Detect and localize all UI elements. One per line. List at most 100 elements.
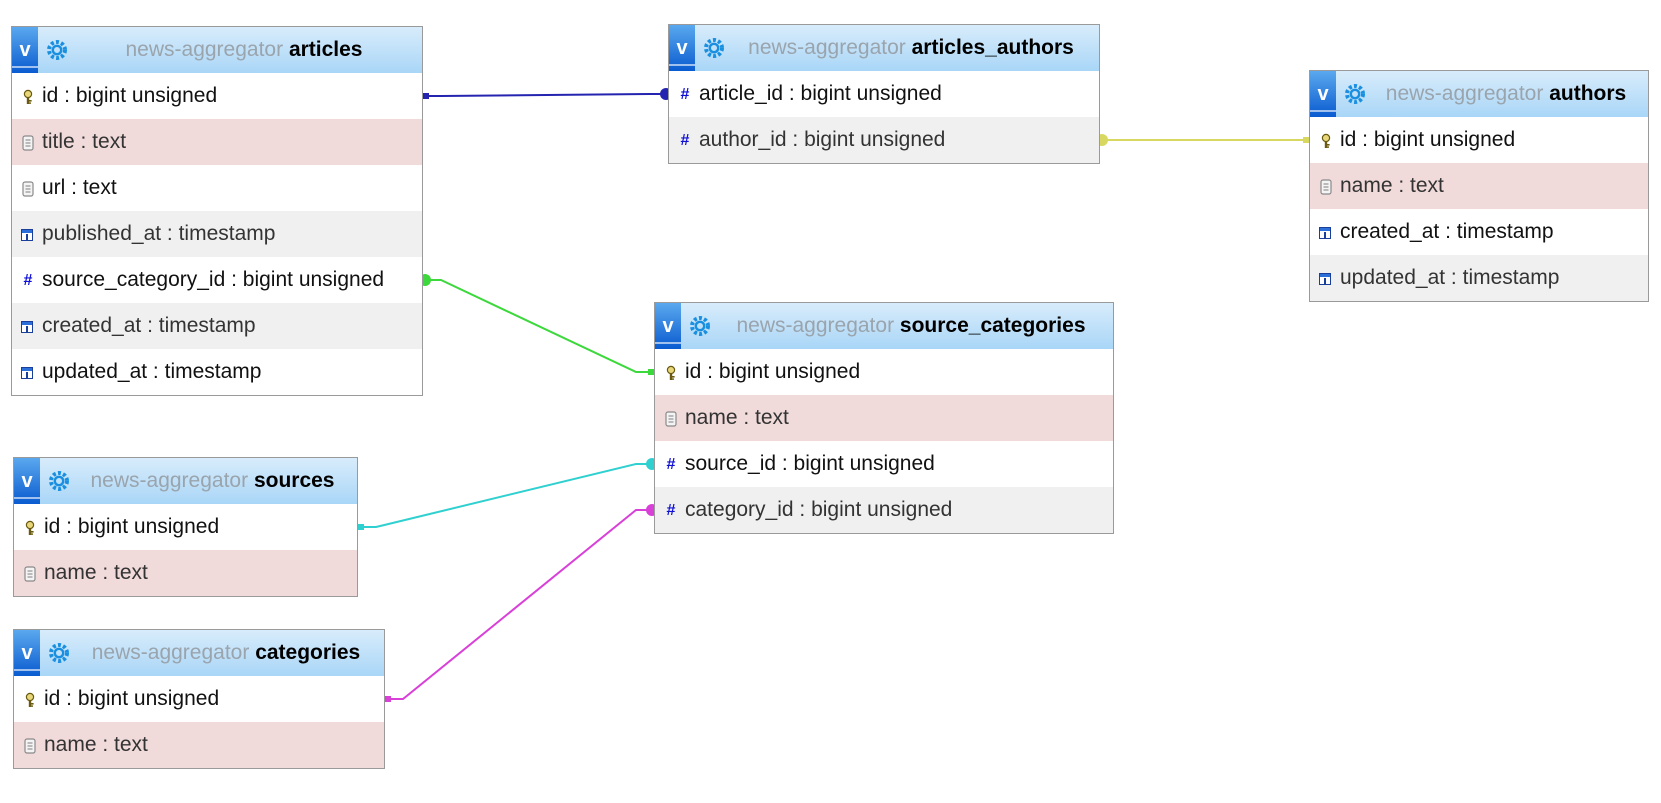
table-name: categories [255,641,361,664]
database-name: news-aggregator [1385,82,1544,105]
table-articles[interactable]: v news-aggregator articles id : bigint u… [11,26,423,396]
column-label: name : text [1340,174,1444,197]
column-row[interactable]: title : text [12,119,422,165]
column-row[interactable]: name : text [14,722,384,768]
column-row[interactable]: created_at : timestamp [12,303,422,349]
toggle-columns-button[interactable]: v [14,458,40,504]
table-name: source_categories [899,314,1086,337]
relation-line [423,279,654,373]
table-source-categories[interactable]: v news-aggregator source_categories id :… [654,302,1114,534]
column-row[interactable]: published_at : timestamp [12,211,422,257]
gear-icon[interactable] [690,316,710,336]
table-authors[interactable]: v news-aggregator authors id : bigint un… [1309,70,1649,302]
text-field-icon [1320,179,1332,195]
column-label: source_category_id : bigint unsigned [42,268,385,291]
column-row[interactable]: id : bigint unsigned [12,73,422,119]
key-icon [23,89,33,104]
toggle-columns-button[interactable]: v [1310,71,1336,117]
column-row[interactable]: url : text [12,165,422,211]
table-name: authors [1549,82,1627,105]
column-row[interactable]: #author_id : bigint unsigned [669,117,1099,163]
column-row[interactable]: # source_category_id : bigint unsigned [12,257,422,303]
column-row[interactable]: #article_id : bigint unsigned [669,71,1099,117]
column-row[interactable]: created_at : timestamp [1310,209,1648,255]
table-name: articles_authors [911,36,1074,59]
table-columns: id : bigint unsigned name : text # source_i… [655,349,1113,533]
toggle-columns-button[interactable]: v [669,25,695,71]
gear-icon[interactable] [49,471,69,491]
table-header[interactable]: v news-aggregator source_categories [655,303,1113,349]
key-icon [666,365,676,380]
hash-icon: # [680,86,690,103]
column-label: name : text [685,406,789,429]
column-label: updated_at : timestamp [42,360,262,383]
table-title: news-aggregator sources [76,458,349,504]
relation-line [358,463,654,528]
column-row[interactable]: # source_id : bigint unsigned [655,441,1113,487]
table-header[interactable]: v news-aggregator articles [12,27,422,73]
column-label: id : bigint unsigned [44,515,220,538]
column-label: title : text [42,130,127,153]
table-header[interactable]: v news-aggregator authors [1310,71,1648,117]
text-field-icon [22,181,34,197]
table-name: articles [288,38,363,61]
table-columns: id : bigint unsigned name : text [14,676,384,768]
toggle-columns-button[interactable]: v [655,303,681,349]
gear-icon[interactable] [704,38,724,58]
hash-icon: # [23,272,33,289]
column-row[interactable]: name : text [655,395,1113,441]
column-label: created_at : timestamp [1340,220,1554,243]
table-categories[interactable]: v news-aggregator categories id : bigint… [13,629,385,769]
column-row[interactable]: id : bigint unsigned [1310,117,1648,163]
table-title: news-aggregator articles_authors [731,25,1091,71]
table-header[interactable]: v news-aggregator categories [14,630,384,676]
database-name: news-aggregator [736,314,895,337]
toggle-columns-button[interactable]: v [12,27,38,73]
column-row[interactable]: name : text [14,550,357,596]
column-label: id : bigint unsigned [685,360,861,383]
column-row[interactable]: name : text [1310,163,1648,209]
table-sources[interactable]: v news-aggregator sources id : bigint un… [13,457,358,597]
column-label: id : bigint unsigned [44,687,220,710]
column-row[interactable]: id : bigint unsigned [14,504,357,550]
database-name: news-aggregator [91,641,250,664]
relation-start-marker [648,369,654,375]
column-row[interactable]: updated_at : timestamp [1310,255,1648,301]
hash-icon: # [666,456,676,473]
table-articles-authors[interactable]: v news-aggregator articles_authors #arti… [668,24,1100,164]
relation-line [385,509,654,700]
gear-icon[interactable] [47,40,67,60]
table-title: news-aggregator categories [76,630,376,676]
column-label: url : text [42,176,117,199]
calendar-icon [21,229,33,241]
column-row[interactable]: #category_id : bigint unsigned [655,487,1113,533]
table-name: sources [253,469,335,492]
text-field-icon [24,738,36,754]
gear-icon[interactable] [1345,84,1365,104]
gear-icon[interactable] [49,643,69,663]
table-columns: #article_id : bigint unsigned#author_id … [669,71,1099,163]
column-label: published_at : timestamp [42,222,276,245]
key-icon [25,520,35,535]
column-label: updated_at : timestamp [1340,266,1560,289]
table-title: news-aggregator articles [74,27,414,73]
column-row[interactable]: updated_at : timestamp [12,349,422,395]
relation-start-marker [1303,137,1309,143]
toggle-columns-button[interactable]: v [14,630,40,676]
relation-start-marker [423,93,429,99]
column-label: source_id : bigint unsigned [685,452,935,475]
table-columns: id : bigint unsigned name : text created_a… [1310,117,1648,301]
table-header[interactable]: v news-aggregator articles_authors [669,25,1099,71]
column-row[interactable]: id : bigint unsigned [655,349,1113,395]
text-field-icon [24,566,36,582]
column-row[interactable]: id : bigint unsigned [14,676,384,722]
column-label: name : text [44,733,148,756]
database-name: news-aggregator [90,469,249,492]
calendar-icon [1319,227,1331,239]
column-label: id : bigint unsigned [1340,128,1516,151]
column-label: created_at : timestamp [42,314,256,337]
database-name: news-aggregator [748,36,906,59]
calendar-icon [1319,273,1331,285]
column-label: id : bigint unsigned [42,84,218,107]
table-header[interactable]: v news-aggregator sources [14,458,357,504]
